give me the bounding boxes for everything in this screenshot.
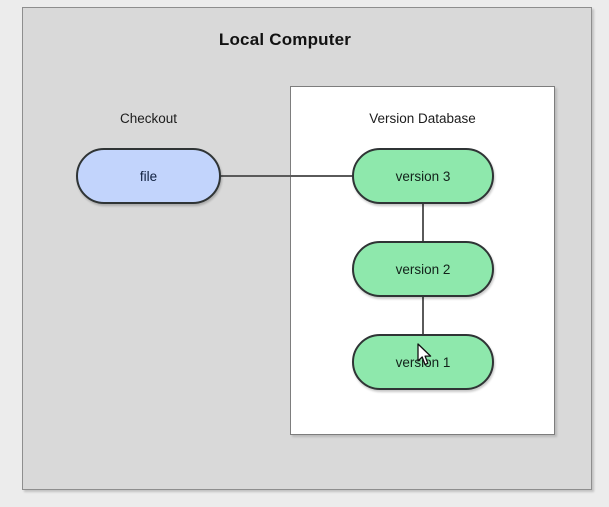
version-database-label: Version Database bbox=[369, 111, 476, 126]
connector-version-2-to-version-1 bbox=[422, 296, 424, 335]
node-version-1[interactable]: version 1 bbox=[352, 334, 494, 390]
node-version-3[interactable]: version 3 bbox=[352, 148, 494, 204]
local-computer-title: Local Computer bbox=[218, 30, 352, 49]
node-file[interactable]: file bbox=[76, 148, 221, 204]
connector-version-3-to-version-2 bbox=[422, 203, 424, 242]
checkout-group-label: Checkout bbox=[119, 111, 178, 126]
connector-file-to-version-3 bbox=[220, 175, 353, 177]
node-version-2[interactable]: version 2 bbox=[352, 241, 494, 297]
